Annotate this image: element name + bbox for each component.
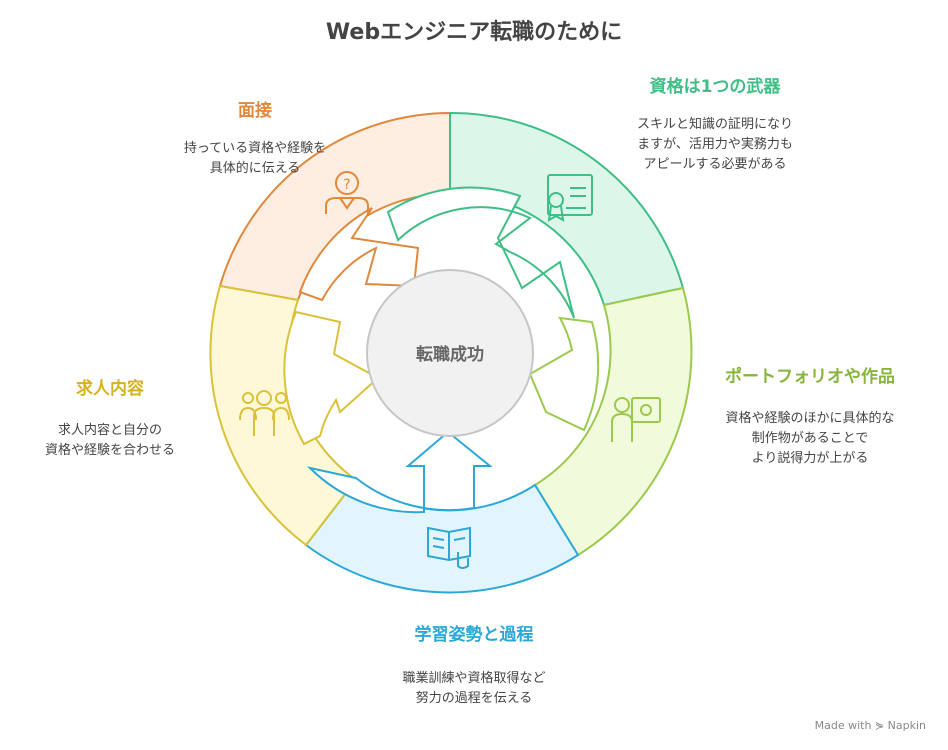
team-people-icon — [239, 390, 290, 436]
certificate-icon — [547, 174, 593, 222]
segment-block-mensetsu: 面接 持っている資格や経験を 具体的に伝える — [120, 96, 390, 179]
segment-portfolio — [533, 286, 693, 557]
segment-block-shikaku: 資格は1つの武器 スキルと知識の証明になり ますが、活用力や実務力も アピールす… — [595, 72, 835, 175]
napkin-footer: Made with ⋟ Napkin — [814, 719, 926, 732]
segment-desc-mensetsu: 持っている資格や経験を 具体的に伝える — [183, 141, 327, 176]
segment-title-portfolio: ポートフォリオや作品 — [725, 367, 895, 387]
book-reading-icon — [427, 526, 471, 569]
arrow-kyujin — [283, 310, 380, 446]
arrow-gakushu — [306, 430, 493, 514]
segment-title-mensetsu: 面接 — [238, 101, 272, 121]
segment-block-kyujin: 求人内容 求人内容と自分の 資格や経験を合わせる — [20, 374, 200, 461]
diagram-title: Webエンジニア転職のために — [325, 20, 623, 45]
segment-title-kyujin: 求人内容 — [76, 379, 144, 399]
center-circle — [366, 269, 534, 437]
segment-block-gakushu: 学習姿勢と過程 職業訓練や資格取得など 努力の過程を伝える — [300, 620, 648, 709]
segment-desc-gakushu: 職業訓練や資格取得など 努力の過程を伝える — [402, 671, 546, 706]
center-label: 転職成功 — [416, 344, 484, 365]
segment-mensetsu — [218, 111, 451, 302]
arrow-mensetsu — [298, 207, 420, 302]
segment-title-gakushu: 学習姿勢と過程 — [414, 625, 534, 645]
interview-person-icon: ? — [325, 171, 369, 214]
segment-desc-kyujin: 求人内容と自分の 資格や経験を合わせる — [44, 423, 175, 458]
segment-desc-shikaku: スキルと知識の証明になり ますが、活用力や実務力も アピールする必要がある — [636, 117, 793, 172]
arrow-shikaku — [386, 186, 575, 319]
svg-text:?: ? — [343, 177, 350, 193]
artist-palette-icon — [611, 397, 661, 442]
segment-block-portfolio: ポートフォリオや作品 資格や経験のほかに具体的な 制作物があることで より説得力… — [700, 362, 920, 469]
segment-title-shikaku: 資格は1つの武器 — [649, 77, 781, 97]
arrow-portfolio — [528, 316, 600, 432]
segment-desc-portfolio: 資格や経験のほかに具体的な 制作物があることで より説得力が上がる — [725, 411, 895, 466]
